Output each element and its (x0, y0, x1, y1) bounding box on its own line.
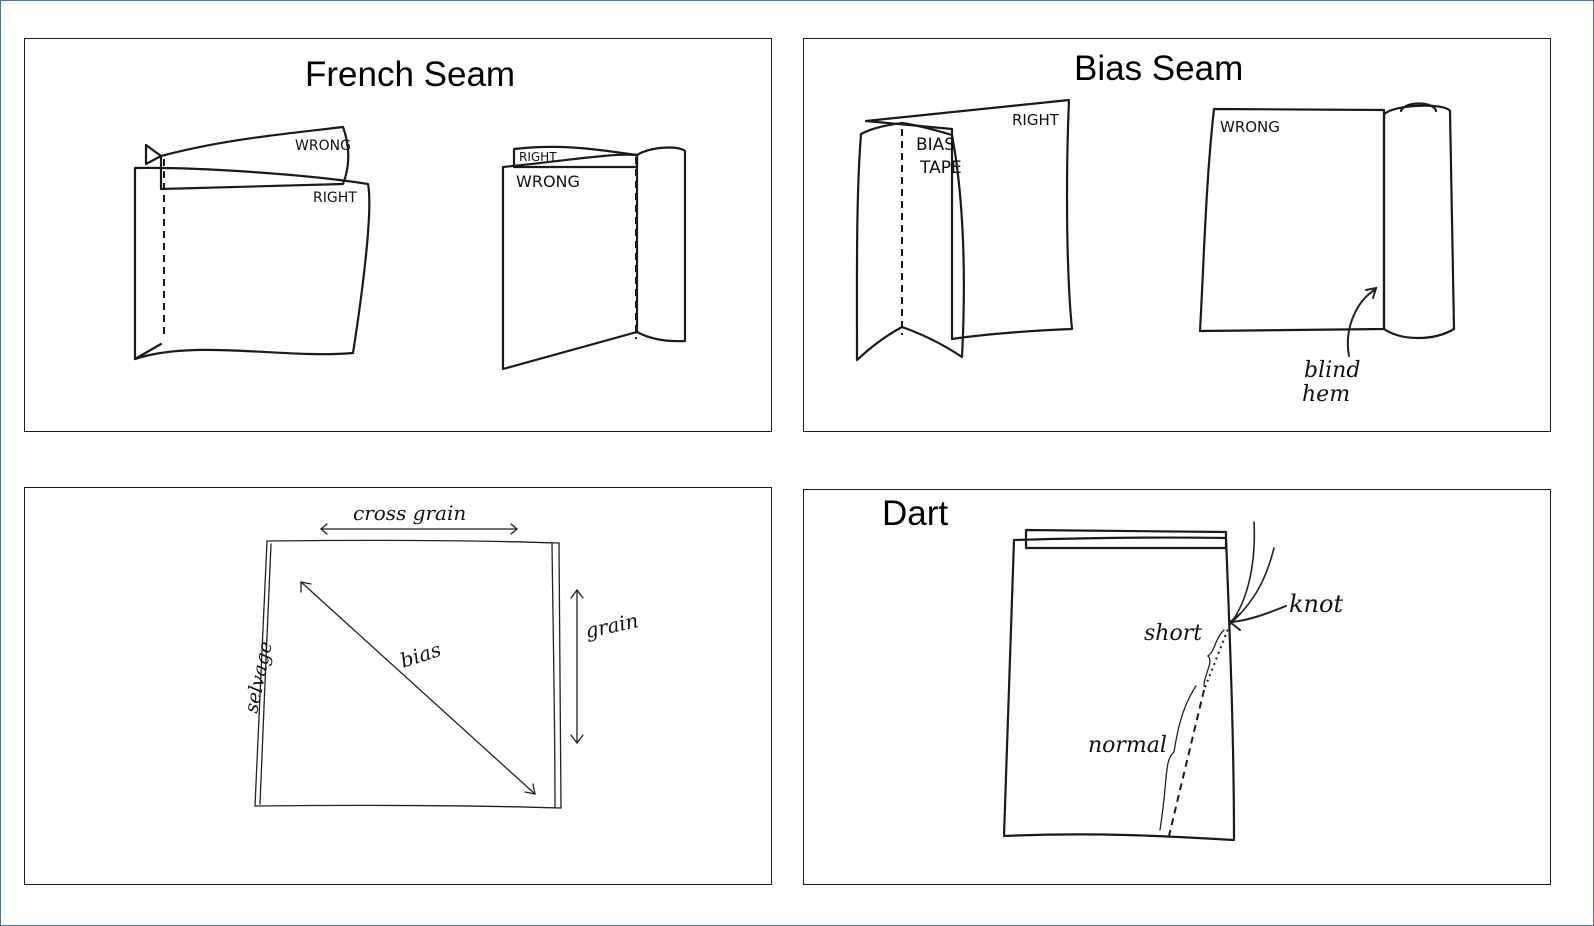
fold-tab-bottom (133, 342, 163, 361)
french-seam-panel: French Seam WRONG RIGHT RIGHT WRONG (24, 38, 772, 432)
roll-top-opening (1399, 102, 1438, 113)
label-selvage: selvage (240, 640, 277, 716)
label-right-small: RIGHT (519, 150, 557, 164)
label-bias-1: BIAS (916, 135, 955, 155)
short-brace (1203, 629, 1225, 687)
right-side-panel (864, 98, 1074, 341)
label-wrong: WRONG (1220, 118, 1280, 136)
fabric-bottom-edge (254, 804, 562, 809)
fabric-left-edge-b (259, 543, 272, 805)
label-bias: bias (397, 637, 444, 673)
bias-seam-illustration: BIAS TAPE RIGHT WRONG blind hem (855, 98, 1456, 407)
blind-hem-roll (1382, 104, 1456, 339)
bias-seam-title: Bias Seam (1074, 49, 1244, 88)
thread-tail-1 (1229, 521, 1256, 625)
label-grain: grain (583, 608, 640, 643)
knot-arrowhead (1228, 613, 1241, 631)
normal-brace (1159, 685, 1197, 831)
label-hem: hem (1302, 382, 1350, 407)
fold-tab-left (144, 143, 163, 166)
dart-title: Dart (882, 494, 949, 533)
label-knot: knot (1289, 590, 1343, 618)
blind-hem-arrow (1346, 288, 1377, 357)
dart-fabric (1002, 536, 1236, 842)
bias-arrow (300, 581, 536, 795)
normal-stitches (1167, 689, 1205, 841)
french-seam-title: French Seam (305, 55, 516, 94)
label-blind: blind (1304, 358, 1360, 383)
cross-grain-arrowheads (319, 523, 519, 535)
wrong-side-back (159, 125, 350, 191)
french-seam-illustration: WRONG RIGHT RIGHT WRONG (133, 125, 687, 371)
label-normal: normal (1088, 733, 1167, 758)
fabric-top-edge (266, 539, 560, 544)
label-tape: TAPE (919, 158, 962, 178)
grain-illustration: cross grain grain bias selvage (240, 501, 640, 809)
fabric-right-edge-b (558, 542, 562, 809)
fabric-left-edge-a (254, 540, 268, 807)
label-wrong-front: WRONG (516, 172, 580, 191)
grain-arrowheads (570, 588, 584, 745)
bias-arrowheads (300, 581, 536, 795)
right-side-front (133, 166, 371, 361)
blind-hem-arrowhead (1365, 286, 1378, 299)
dart-panel: Dart knot short normal (803, 489, 1551, 885)
label-wrong-back: WRONG (295, 138, 351, 154)
dart-illustration: knot short normal (1002, 521, 1343, 842)
fabric-right-edge-a (551, 542, 556, 809)
wrong-side-main (501, 146, 687, 371)
short-stitches (1203, 623, 1231, 691)
grain-panel: cross grain grain bias selvage (24, 487, 772, 885)
bias-seam-panel: Bias Seam BIAS TAPE RIGHT WRONG blind he… (803, 38, 1551, 432)
bias-tape-strip (855, 121, 965, 362)
label-right-front: RIGHT (313, 190, 357, 206)
wrong-side-panel (1198, 107, 1386, 333)
label-short: short (1144, 621, 1202, 646)
knot-arrow (1231, 605, 1287, 623)
label-right: RIGHT (1012, 111, 1060, 129)
label-cross-grain: cross grain (353, 501, 466, 525)
